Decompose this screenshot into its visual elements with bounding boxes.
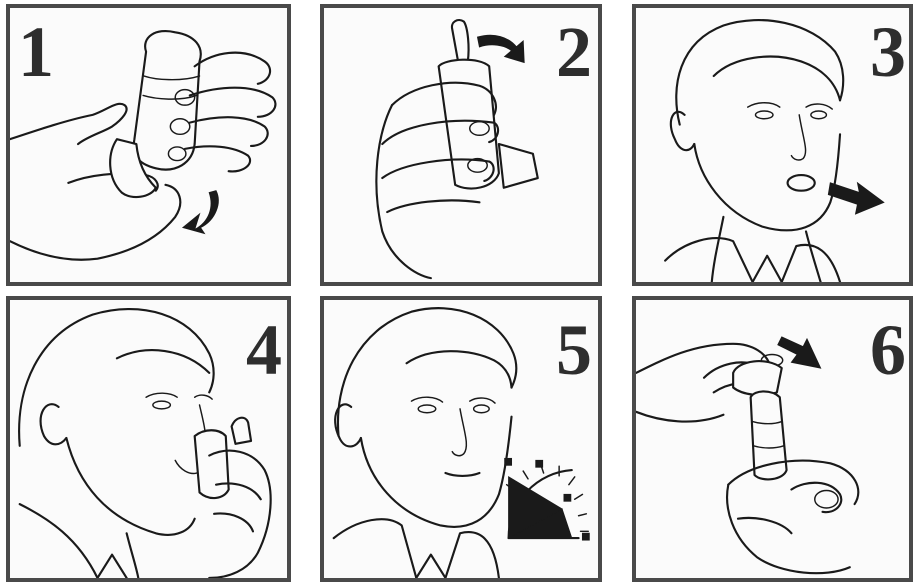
step-6-panel: 6	[632, 296, 913, 582]
step-number: 2	[556, 16, 592, 88]
step-3-panel: 3	[632, 4, 913, 286]
step-number: 5	[556, 314, 592, 386]
step-1-panel: 1	[6, 4, 291, 286]
step-number: 1	[18, 16, 54, 88]
step-2-panel: 2	[320, 4, 602, 286]
step-number: 6	[870, 314, 906, 386]
close-cover-icon	[636, 300, 909, 578]
exhale-face-icon	[636, 8, 909, 282]
step-4-panel: 4	[6, 296, 291, 582]
step-number: 4	[246, 314, 282, 386]
step-number: 3	[870, 16, 906, 88]
step-5-panel: 5	[320, 296, 602, 582]
